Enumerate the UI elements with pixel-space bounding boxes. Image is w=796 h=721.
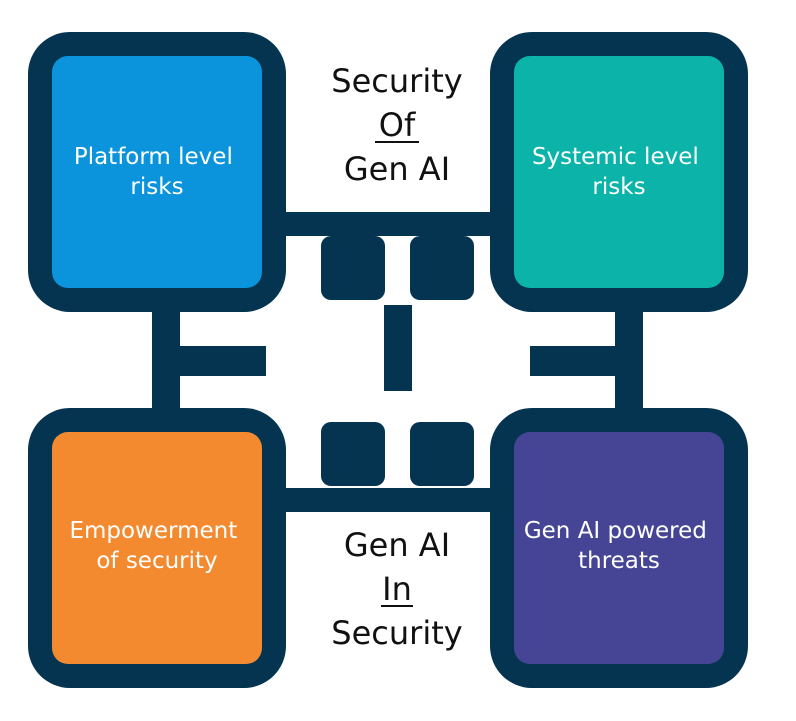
bottom-center-title: Gen AI In Security	[331, 526, 462, 652]
box-platform-label-line1: Platform level	[74, 144, 233, 170]
box-platform-label-line2: risks	[130, 174, 183, 200]
box-platform: Platform level risks	[28, 32, 286, 312]
connector-left-branch	[172, 346, 266, 376]
box-systemic-label-line1: Systemic level	[532, 144, 699, 170]
box-threats-fill	[514, 432, 724, 664]
connector-top-horizontal	[285, 212, 513, 236]
center-block-top-left	[321, 236, 385, 300]
box-threats-label-line1: Gen AI powered	[524, 518, 707, 544]
top-center-underline	[375, 141, 419, 143]
top-center-line3: Gen AI	[344, 150, 450, 188]
top-center-line1: Security	[331, 62, 462, 100]
center-block-bottom-right	[410, 422, 474, 486]
box-systemic: Systemic level risks	[490, 32, 748, 312]
bottom-center-line2: In	[382, 570, 412, 608]
box-systemic-label: Systemic level risks	[532, 144, 706, 200]
connectors	[152, 212, 643, 512]
box-threats-label-line2: threats	[578, 548, 660, 574]
box-empowerment-label: Empowerment of security	[69, 518, 244, 574]
center-block-top-right	[410, 236, 474, 300]
top-center-line2: Of	[379, 106, 416, 144]
top-center-title: Security Of Gen AI	[331, 62, 462, 188]
bottom-center-line1: Gen AI	[344, 526, 450, 564]
box-empowerment-fill	[52, 432, 262, 664]
connector-bottom-horizontal	[285, 488, 513, 512]
bottom-center-underline	[381, 605, 413, 607]
bottom-center-line3: Security	[331, 614, 462, 652]
box-empowerment-label-line1: Empowerment	[69, 518, 237, 544]
box-systemic-fill	[514, 56, 724, 288]
box-platform-fill	[52, 56, 262, 288]
box-empowerment-label-line2: of security	[96, 548, 217, 574]
box-platform-label: Platform level risks	[74, 144, 240, 200]
box-threats: Gen AI powered threats	[490, 408, 748, 688]
center-block-bottom-left	[321, 422, 385, 486]
connector-center-vertical	[384, 305, 412, 391]
box-empowerment: Empowerment of security	[28, 408, 286, 688]
box-systemic-label-line2: risks	[592, 174, 645, 200]
connector-right-branch	[530, 346, 624, 376]
box-threats-label: Gen AI powered threats	[524, 518, 714, 574]
